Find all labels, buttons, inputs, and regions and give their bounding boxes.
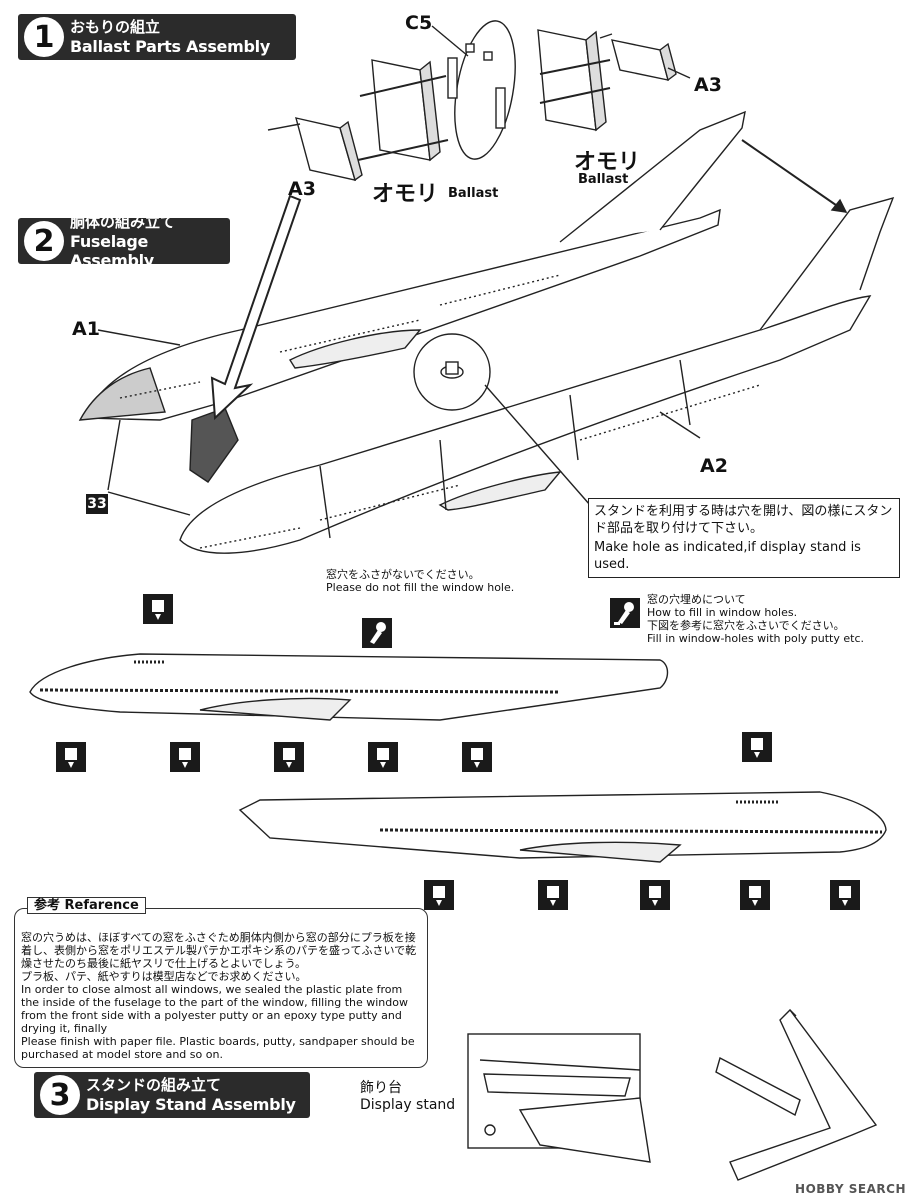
step-1-title-jp: おもりの組立 bbox=[70, 18, 161, 36]
window-fill-plane-2 bbox=[238, 791, 887, 863]
fuselage-a1 bbox=[78, 110, 746, 421]
ballast-right-en: Ballast bbox=[578, 172, 629, 187]
step-1-title-en: Ballast Parts Assembly bbox=[70, 37, 270, 56]
window-note-en: Please do not fill the window hole. bbox=[326, 581, 515, 594]
display-stand-jp: 飾り台 bbox=[360, 1080, 402, 1096]
step-1-number: 1 bbox=[24, 17, 64, 57]
step-3-header: 3 スタンドの組み立て Display Stand Assembly bbox=[34, 1072, 310, 1118]
window-hole-icon bbox=[830, 880, 860, 910]
part-a3-right-label: A3 bbox=[694, 74, 722, 96]
stand-note-jp: スタンドを利用する時は穴を開け、図の様にスタンド部品を取り付けて下さい。 bbox=[594, 504, 893, 536]
window-hole-icon bbox=[143, 594, 173, 624]
window-hole-icon bbox=[424, 880, 454, 910]
fill-note: 窓の穴埋めについて How to fill in window holes. 下… bbox=[647, 593, 897, 645]
window-fill-plane-1 bbox=[29, 653, 669, 721]
window-hole-icon bbox=[742, 732, 772, 762]
ballast-left-jp: オモリ bbox=[372, 182, 439, 207]
part-33-label: 33 bbox=[86, 494, 108, 514]
part-a1-label: A1 bbox=[72, 318, 100, 340]
window-hole-icon bbox=[538, 880, 568, 910]
reference-jp-1: 窓の穴うめは、ほぼすべての窓をふさぐため胴体内側から窓の部分にプラ板を接着し、表… bbox=[21, 931, 417, 970]
window-hole-icon bbox=[640, 880, 670, 910]
step-2-header: 2 胴体の組み立て Fuselage Assembly bbox=[18, 213, 230, 270]
ballast-diagram bbox=[267, 20, 848, 213]
stand-note-callout: スタンドを利用する時は穴を開け、図の様にスタンド部品を取り付けて下さい。 Mak… bbox=[588, 498, 900, 578]
display-stand-en: Display stand bbox=[360, 1097, 456, 1113]
fill-note-jp-body: 下図を参考に窓穴をふさいでください。 bbox=[647, 619, 845, 632]
window-note: 窓穴をふさがないでください。 Please do not fill the wi… bbox=[326, 568, 566, 594]
step-3-number: 3 bbox=[40, 1075, 80, 1115]
window-hole-icon bbox=[56, 742, 86, 772]
step-2-number: 2 bbox=[24, 221, 64, 261]
display-stand-label: 飾り台 Display stand bbox=[360, 1080, 455, 1114]
window-note-jp: 窓穴をふさがないでください。 bbox=[326, 568, 480, 581]
part-c5-label: C5 bbox=[405, 12, 433, 34]
fill-note-en-title: How to fill in window holes. bbox=[647, 606, 798, 619]
ballast-left-en: Ballast bbox=[448, 186, 499, 201]
window-hole-icon bbox=[274, 742, 304, 772]
putty-icon bbox=[610, 598, 640, 628]
ballast-right-jp: オモリ bbox=[574, 150, 641, 175]
assembled-stand bbox=[715, 1008, 878, 1181]
window-hole-icon bbox=[462, 742, 492, 772]
step-3-title-jp: スタンドの組み立て bbox=[86, 1076, 222, 1094]
stand-sprue bbox=[467, 1033, 651, 1163]
step-2-title-jp: 胴体の組み立て bbox=[70, 212, 176, 231]
putty-icon bbox=[362, 618, 392, 648]
step-1-header: 1 おもりの組立 Ballast Parts Assembly bbox=[18, 14, 296, 60]
reference-box: 参考 Refarence 窓の穴うめは、ほぼすべての窓をふさぐため胴体内側から窓… bbox=[14, 897, 428, 1068]
reference-title: 参考 Refarence bbox=[27, 897, 146, 914]
watermark: HOBBY SEARCH bbox=[795, 1182, 906, 1196]
fill-note-jp-title: 窓の穴埋めについて bbox=[647, 593, 746, 606]
window-hole-icon bbox=[740, 880, 770, 910]
reference-en-2: Please finish with paper file. Plastic b… bbox=[21, 1035, 415, 1061]
fuselage-a2 bbox=[179, 196, 895, 554]
reference-en-1: In order to close almost all windows, we… bbox=[21, 983, 408, 1035]
step-2-title-en: Fuselage Assembly bbox=[70, 231, 154, 270]
stand-note-en: Make hole as indicated,if display stand … bbox=[594, 540, 861, 572]
part-a3-left-label: A3 bbox=[288, 178, 316, 200]
step-3-title-en: Display Stand Assembly bbox=[86, 1095, 296, 1114]
window-hole-icon bbox=[170, 742, 200, 772]
window-hole-icon bbox=[368, 742, 398, 772]
reference-jp-2: プラ板、パテ、紙やすりは模型店などでお求めください。 bbox=[21, 970, 307, 983]
fill-note-en-body: Fill in window-holes with poly putty etc… bbox=[647, 632, 864, 645]
part-a2-label: A2 bbox=[700, 455, 728, 477]
